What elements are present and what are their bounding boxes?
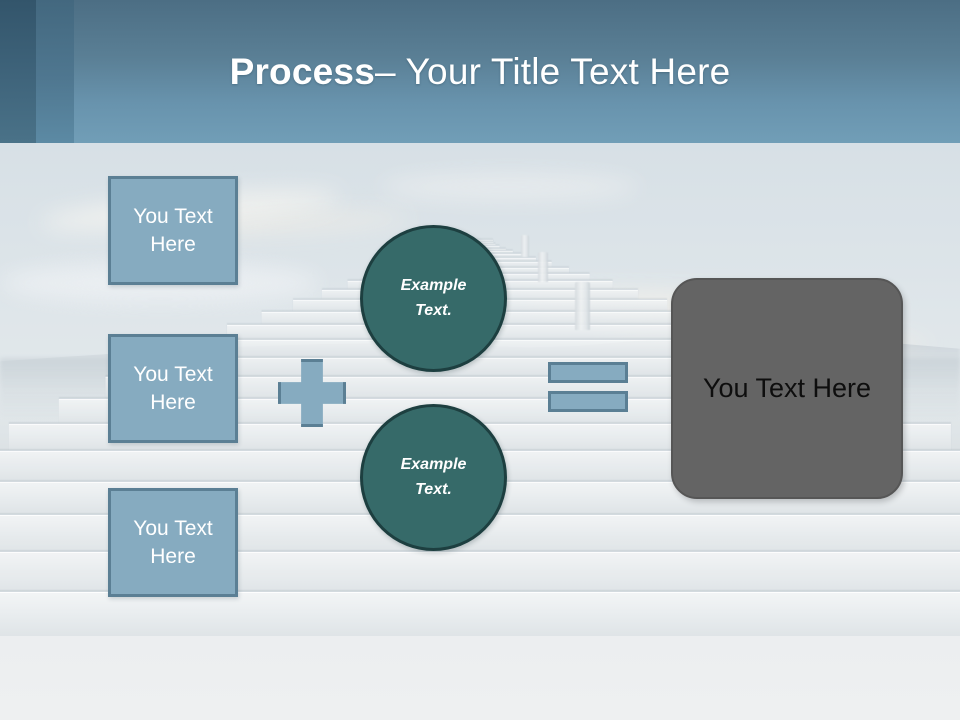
result-box[interactable]: You Text Here — [671, 278, 903, 499]
page-title-bold: Process — [229, 50, 375, 92]
input-box-3-label: You Text Here — [133, 516, 213, 568]
input-box-3[interactable]: You Text Here — [108, 488, 238, 597]
pier-plank — [0, 591, 960, 637]
example-circle-1-line2: Text. — [415, 301, 452, 319]
input-box-2[interactable]: You Text Here — [108, 334, 238, 443]
example-circle-2-line2: Text. — [415, 480, 452, 498]
example-circle-1-line1: Example — [400, 276, 467, 294]
input-box-1-label: You Text Here — [133, 204, 213, 256]
equals-icon-bar-top — [548, 362, 628, 383]
header-accent-band-dark — [0, 0, 36, 143]
page-title: Process – Your Title Text Here — [0, 0, 960, 143]
slide-header: Process – Your Title Text Here — [0, 0, 960, 143]
pier-post — [521, 235, 529, 257]
result-box-label: You Text Here — [702, 373, 872, 403]
cloud-streak-icon — [380, 173, 640, 201]
equals-icon-bar-bottom — [548, 391, 628, 412]
header-accent-band-mid — [36, 0, 74, 143]
page-title-rest: – Your Title Text Here — [374, 50, 731, 92]
input-box-2-label: You Text Here — [133, 362, 213, 414]
input-box-1[interactable]: You Text Here — [108, 176, 238, 285]
example-circle-2-line1: Example — [400, 455, 467, 473]
pier-post — [538, 252, 548, 282]
example-circle-2[interactable]: Example Text. — [360, 404, 507, 551]
pier-post — [575, 282, 590, 330]
example-circle-1[interactable]: Example Text. — [360, 225, 507, 372]
